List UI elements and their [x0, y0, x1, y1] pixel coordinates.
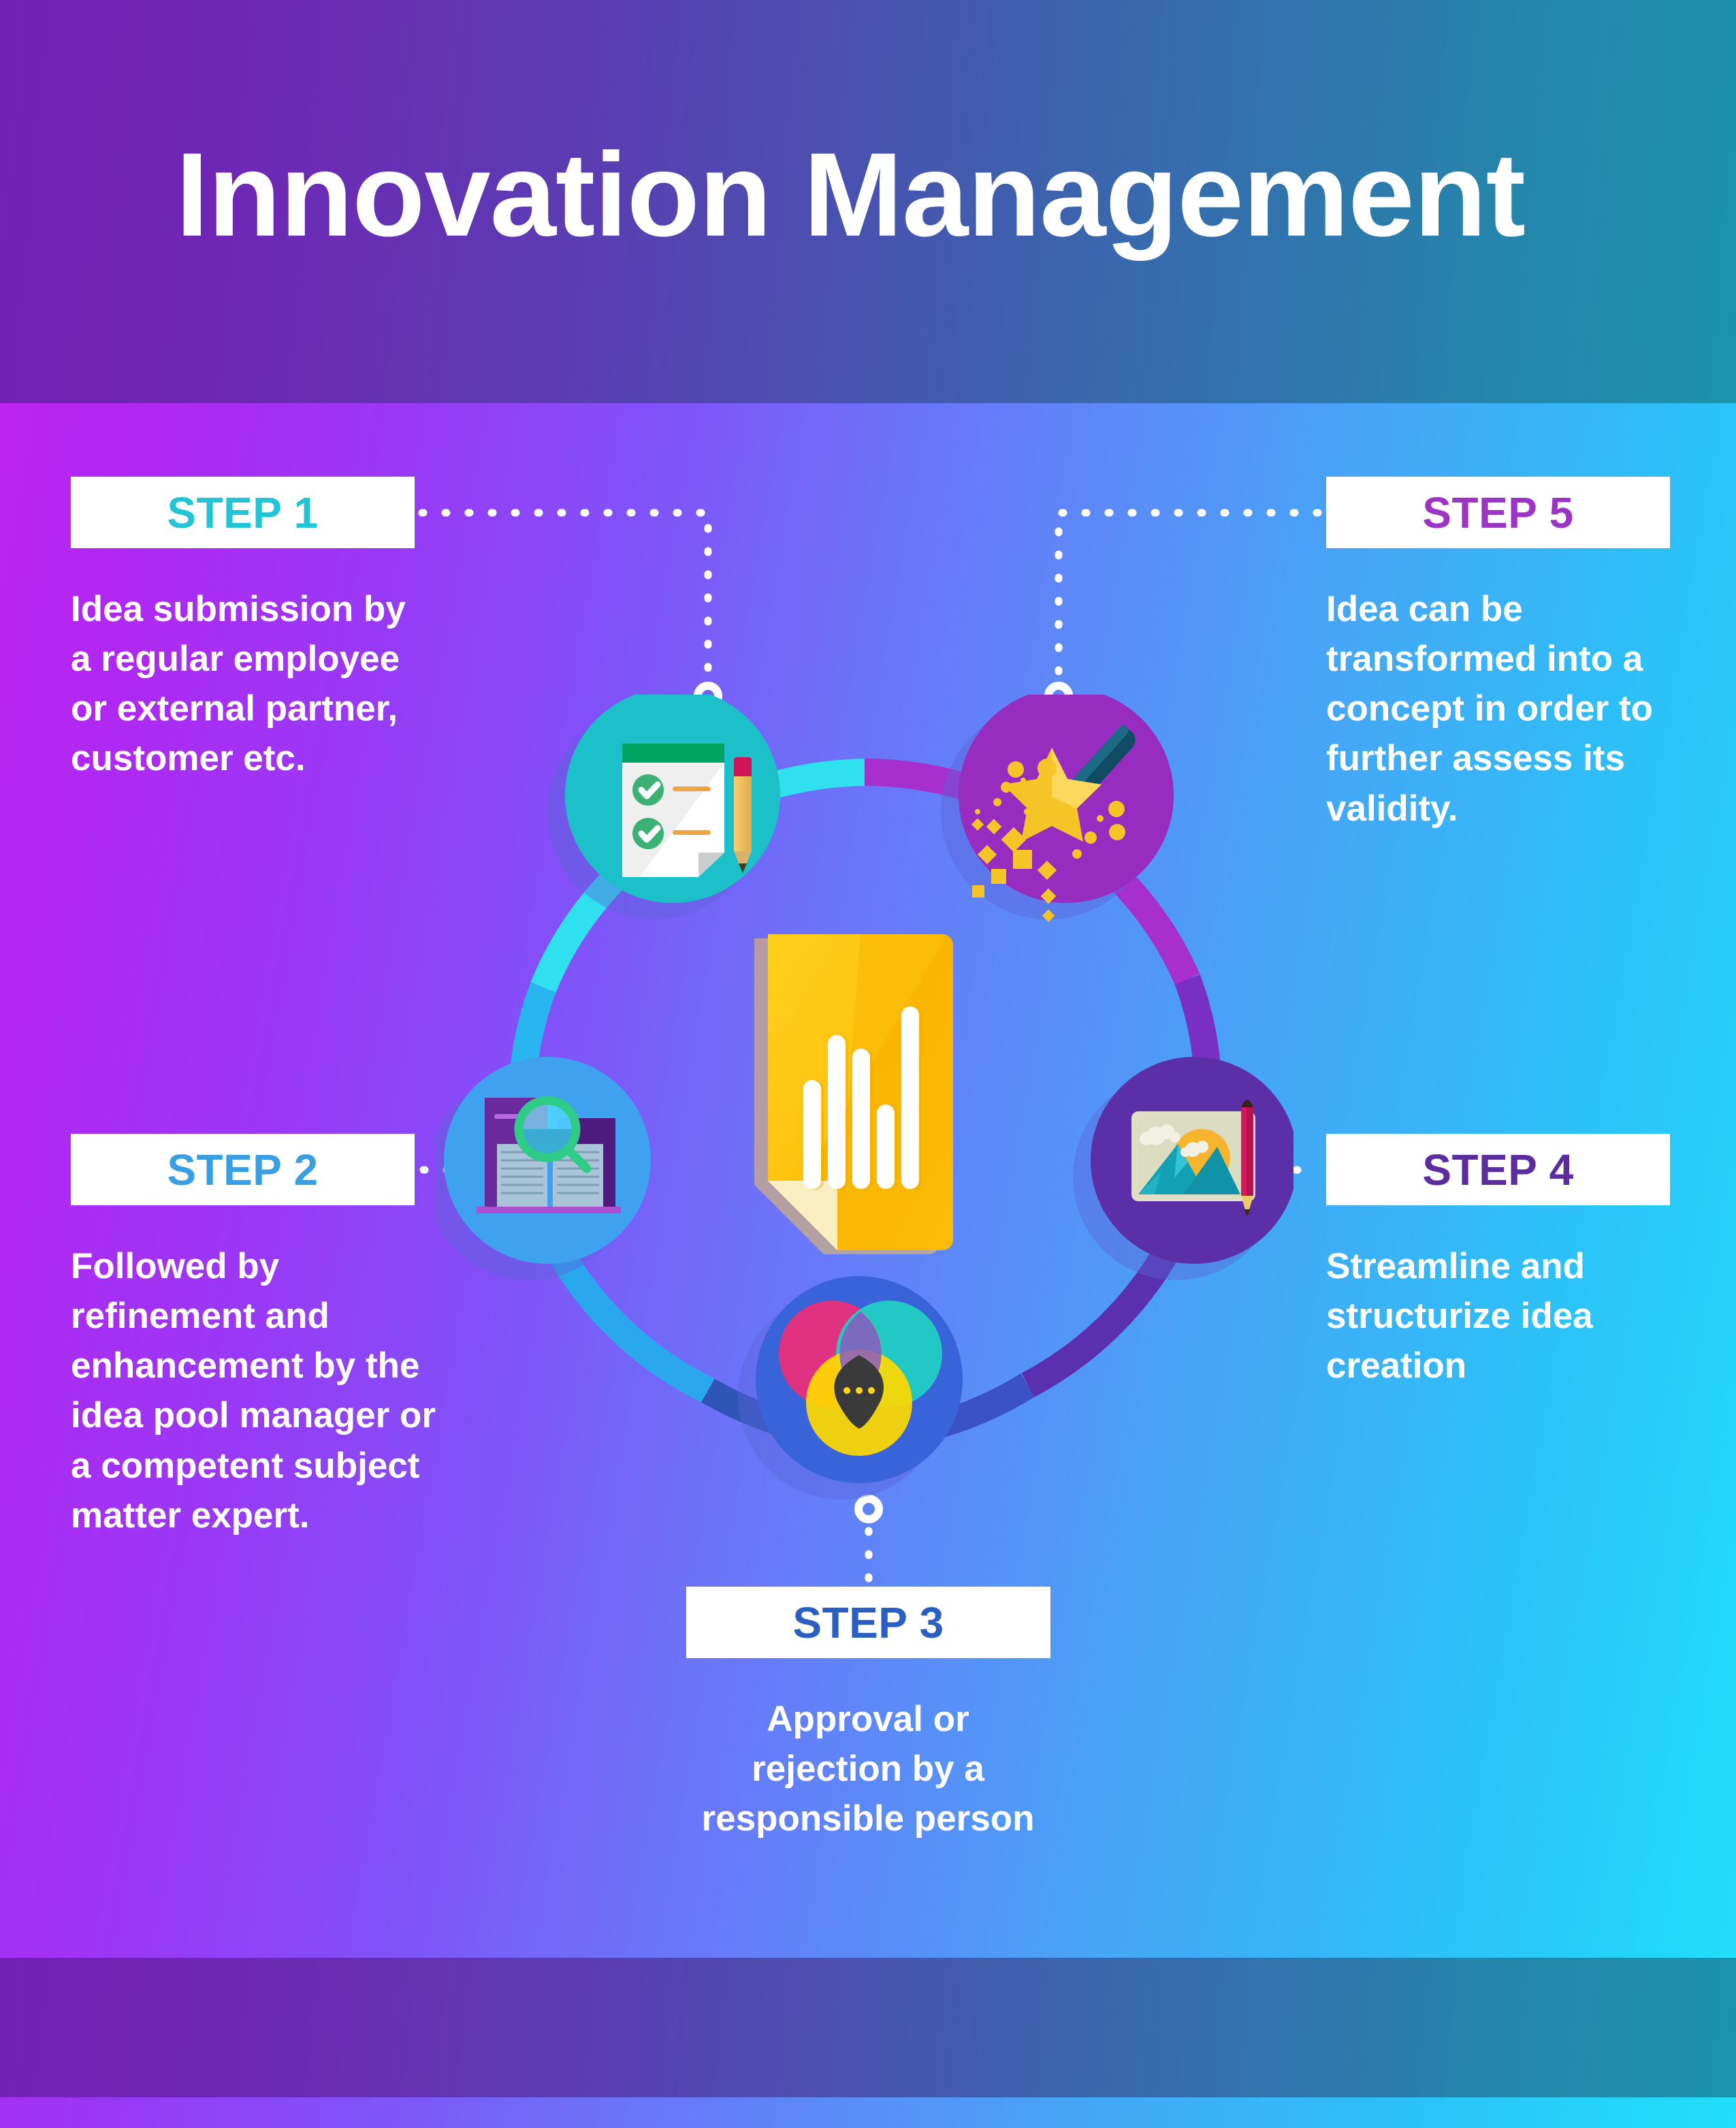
step-description-2: Followed by refinement and enhancement b…: [71, 1246, 436, 1536]
step-box-1[interactable]: STEP 1: [71, 477, 415, 548]
header-band: Innovation Management: [0, 0, 1736, 403]
page-title: Innovation Management: [176, 128, 1526, 261]
step-label-2: STEP 2: [167, 1145, 319, 1194]
step-box-4[interactable]: STEP 4: [1326, 1134, 1670, 1205]
magic-wand-icon: [971, 725, 1136, 922]
clipboard-checklist-icon: [622, 744, 752, 877]
chart-document-icon: [754, 934, 953, 1254]
step-description-1: Idea submission by a regular employee or…: [71, 589, 406, 779]
node-step2[interactable]: [436, 1057, 651, 1280]
node-step5[interactable]: [941, 695, 1174, 922]
step-description-5: Idea can be transformed into a concept i…: [1326, 589, 1653, 829]
step-description-4: Streamline and structurize idea creation: [1326, 1246, 1593, 1386]
step-box-3[interactable]: STEP 3: [686, 1587, 1050, 1658]
image-pencil-icon: [1131, 1100, 1255, 1216]
venn-diagram-icon: [779, 1301, 942, 1456]
node-step4[interactable]: [1073, 1057, 1293, 1280]
document-magnifier-icon: [477, 1096, 621, 1213]
step-description-3: Approval or rejection by a responsible p…: [701, 1699, 1035, 1839]
node-step1[interactable]: [547, 695, 780, 919]
step-label-3: STEP 3: [792, 1598, 944, 1647]
step-label-1: STEP 1: [167, 488, 319, 537]
footer-band: [0, 1958, 1736, 2097]
step-label-4: STEP 4: [1422, 1145, 1574, 1194]
step-box-5[interactable]: STEP 5: [1326, 477, 1670, 548]
step-box-2[interactable]: STEP 2: [71, 1134, 415, 1205]
step-label-5: STEP 5: [1422, 488, 1574, 537]
process-wheel: [436, 695, 1293, 1499]
node-step3[interactable]: [738, 1276, 963, 1499]
